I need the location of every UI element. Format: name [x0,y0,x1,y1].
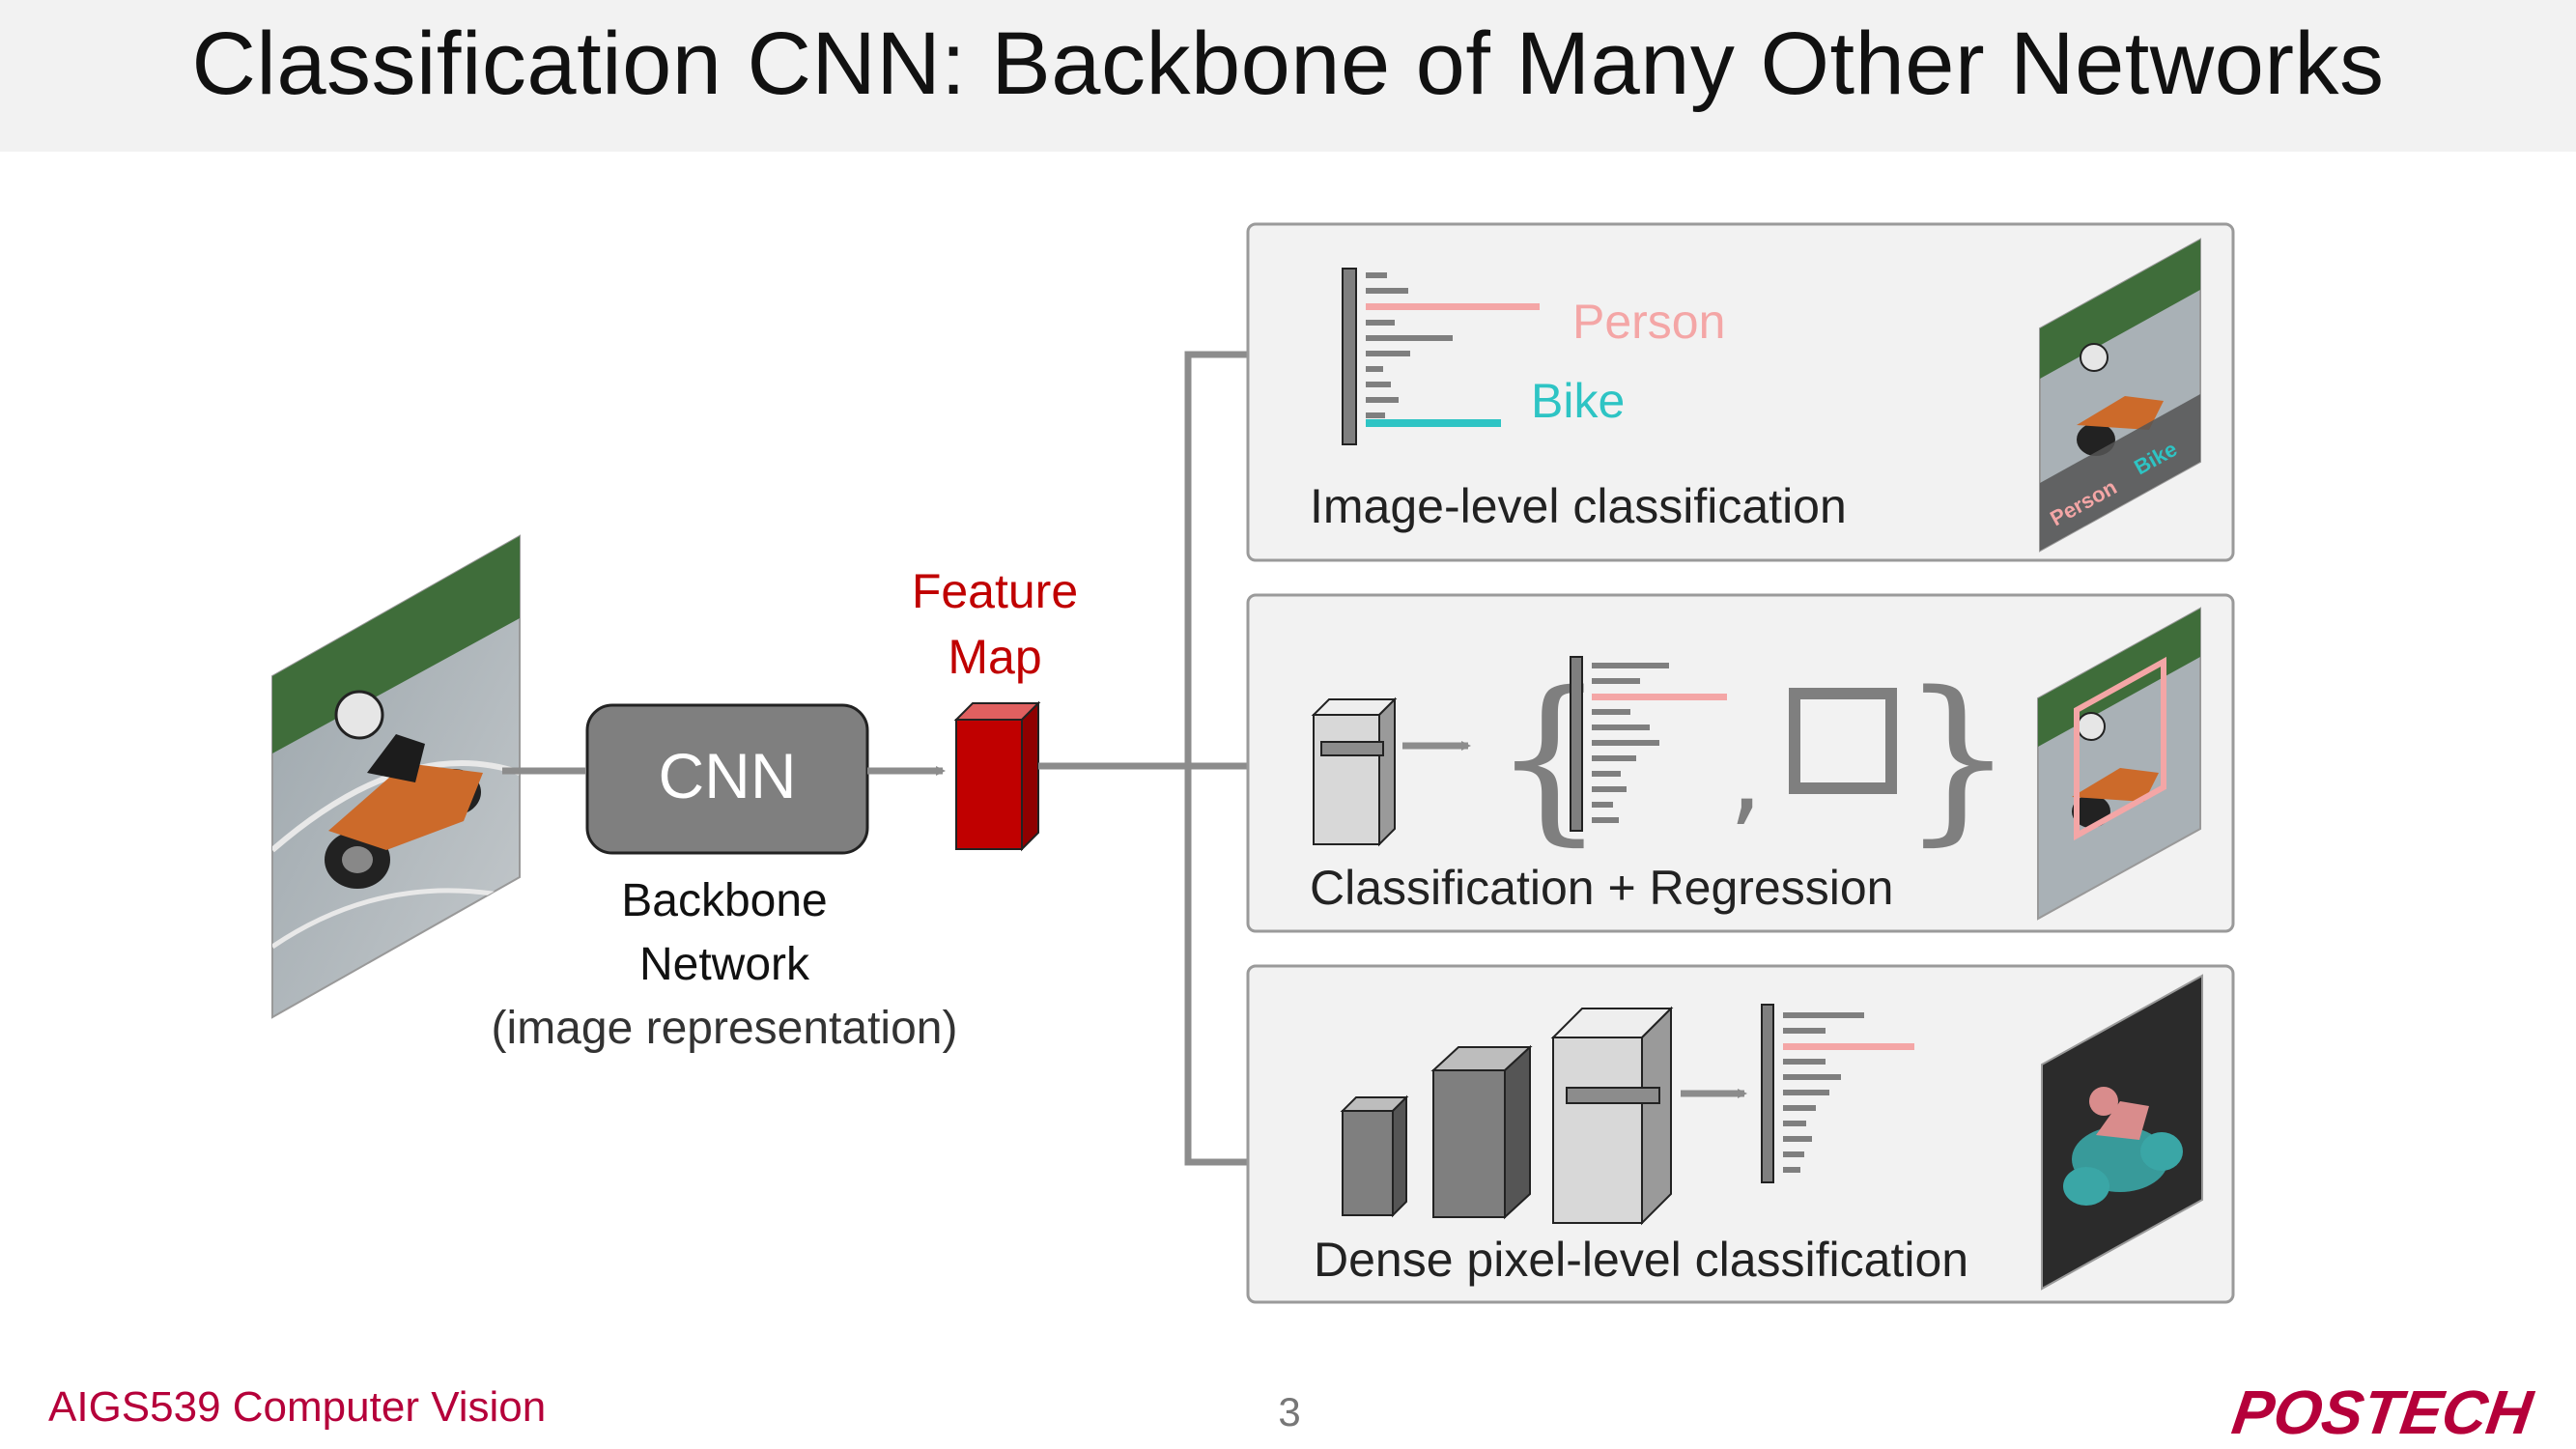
course-footer: AIGS539 Computer Vision [48,1383,547,1431]
panel-classification-regression: { , } [1246,593,2235,933]
backbone-line2: Network [638,939,810,990]
title-bar [0,0,2576,152]
label-person: Person [1572,295,1725,349]
backbone-label: Backbone Network (image representation) [415,869,1033,1061]
feature-map-cube [953,700,1041,852]
label-bike: Bike [1531,374,1625,428]
backbone-subtitle: (image representation) [491,1003,958,1054]
feature-map-label: Feature Map [869,558,1120,690]
page-number: 3 [1278,1389,1301,1435]
panel-dense-classification [1246,964,2235,1304]
panel-image-classification: Person Bike Person Bike [1246,222,2235,562]
caption-dense-pixel: Dense pixel-level classification [1314,1233,1969,1287]
slide-title: Classification CNN: Backbone of Many Oth… [191,14,2385,113]
postech-logo: POSTECH [2228,1378,2538,1447]
thumbnail-segmentation [2041,974,2203,1291]
cnn-box [585,703,869,855]
caption-classification-regression: Classification + Regression [1310,861,1894,915]
feature-map-line2: Map [948,630,1042,684]
backbone-line1: Backbone [621,875,828,926]
cnn-label: CNN [659,740,797,811]
svg-text:{: { [1492,653,1606,862]
feature-map-line1: Feature [911,564,1079,618]
caption-image-level: Image-level classification [1310,479,1847,533]
thumbnail-classification: Person Bike [2039,238,2201,553]
thumbnail-detection [2037,607,2201,921]
svg-text:,: , [1729,713,1763,837]
svg-text:}: } [1901,653,2015,862]
